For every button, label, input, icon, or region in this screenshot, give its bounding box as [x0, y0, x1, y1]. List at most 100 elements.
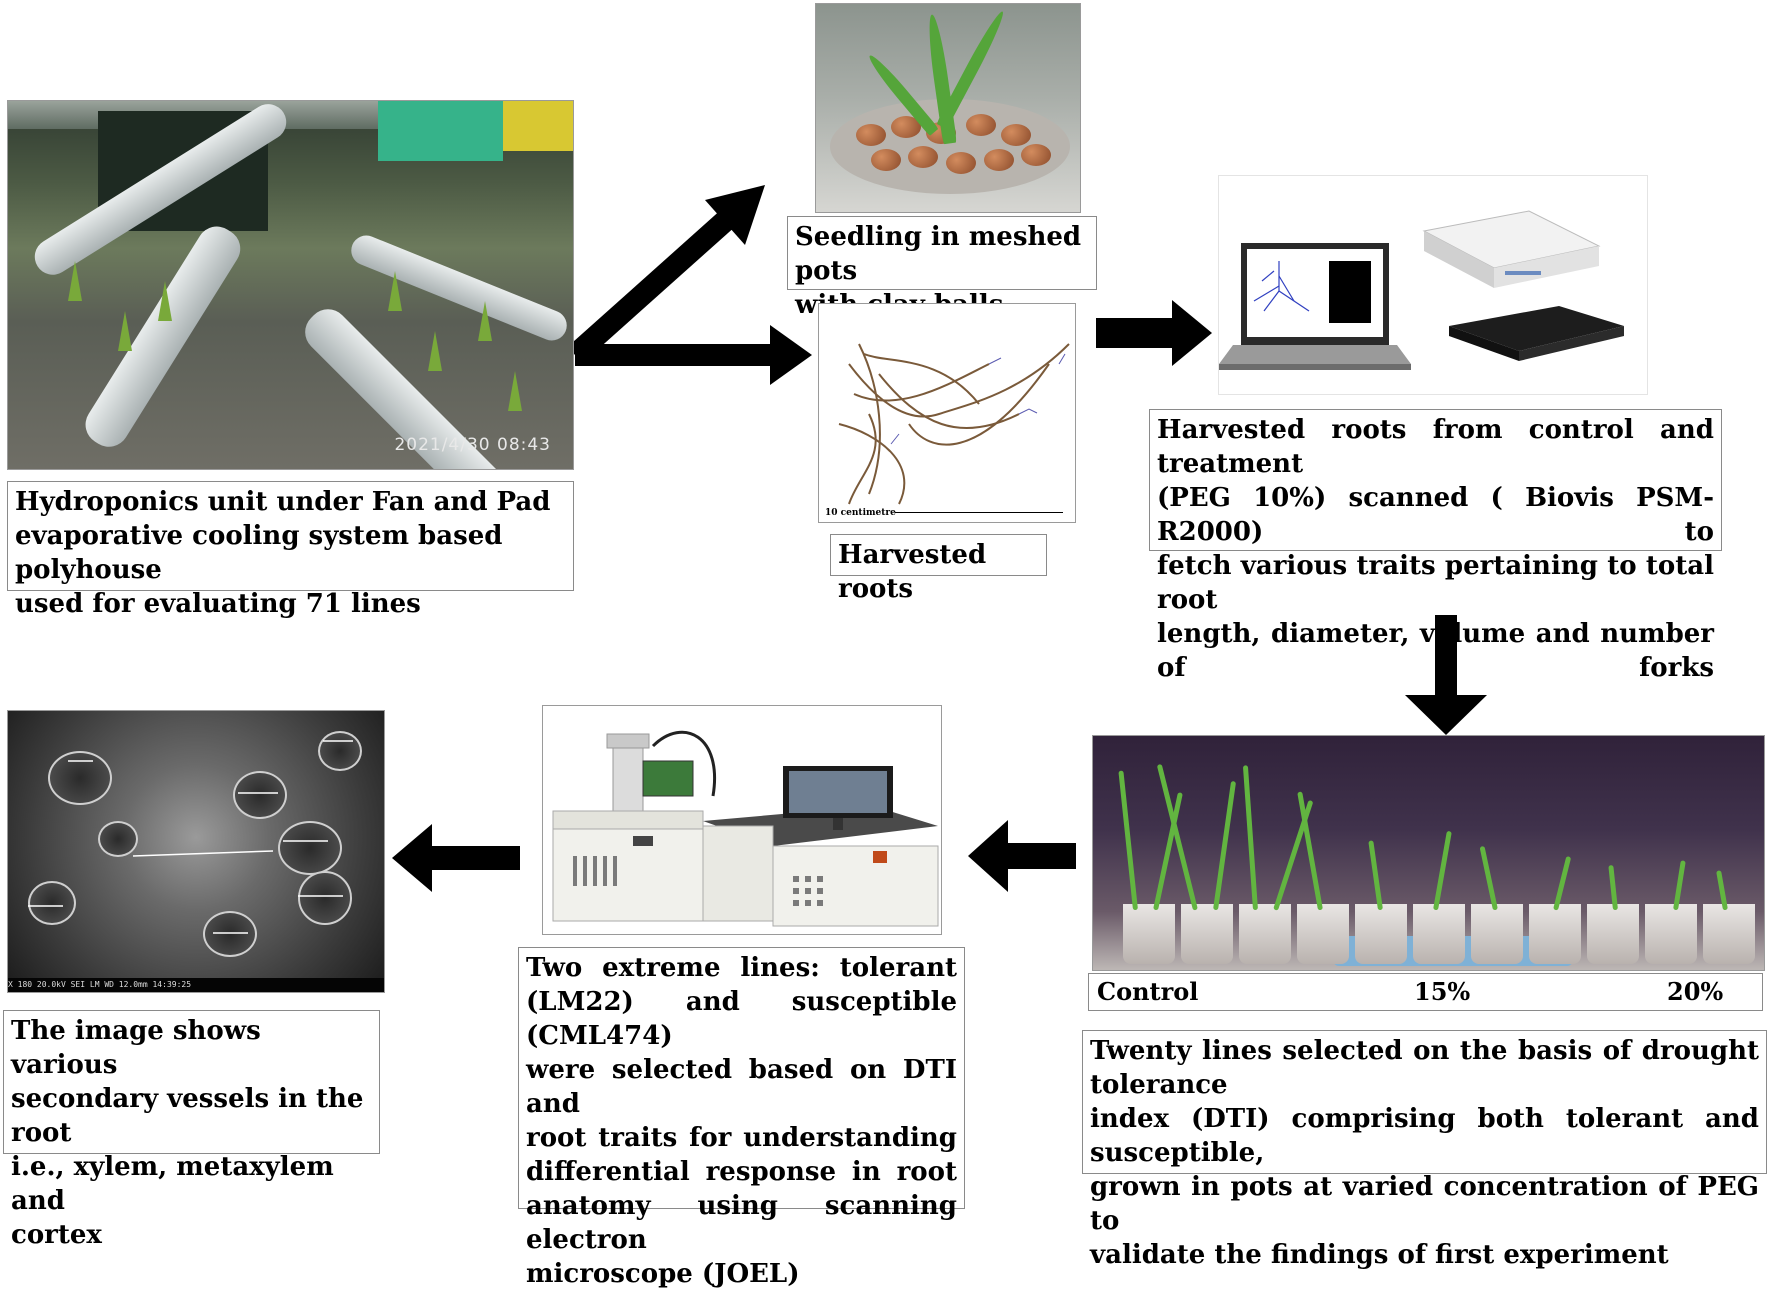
maize-seedling — [68, 261, 82, 301]
arrow-to-scanner — [1096, 300, 1212, 366]
caption-line: evaporative cooling system based polyhou… — [15, 521, 503, 585]
caption-line: secondary vessels in the root — [11, 1084, 364, 1148]
arrow-to-roots — [575, 325, 812, 385]
caption-line: differential response in root — [526, 1157, 957, 1187]
seedling-blade — [1118, 770, 1138, 911]
pot-cup — [1123, 904, 1175, 964]
clay-ball — [946, 152, 976, 174]
pot-cup — [1645, 904, 1697, 964]
clay-ball — [856, 124, 886, 146]
arrow-down-to-pots — [1405, 615, 1487, 735]
caption-line: length, diameter, volume and number of f… — [1157, 619, 1714, 683]
vessel — [278, 821, 342, 875]
maize-seedling — [428, 331, 442, 371]
scale-bar — [895, 512, 1063, 513]
maize-seedling — [388, 271, 402, 311]
vessel — [318, 731, 362, 771]
drought-pots-photo — [1092, 735, 1765, 971]
seedling-caption: Seedling in meshed pots with clay balls — [787, 216, 1097, 320]
pot-cup — [1239, 904, 1291, 964]
caption-line: anatomy using scanning electron — [526, 1191, 957, 1255]
caption-line: index (DTI) comprising both tolerant and… — [1090, 1104, 1759, 1168]
maize-seedling — [158, 281, 172, 321]
clay-ball — [871, 149, 901, 171]
caption-line: Harvested roots from control and treatme… — [1157, 415, 1714, 479]
clay-ball — [1001, 124, 1031, 146]
sem-instrument — [552, 730, 939, 927]
pot-cup — [1529, 904, 1581, 964]
seedling-blade — [1242, 765, 1258, 911]
clay-ball — [891, 116, 921, 138]
branch-arrows — [392, 185, 1487, 892]
sem-image-caption: The image shows various secondary vessel… — [3, 1010, 380, 1250]
pot-cup — [1181, 904, 1233, 964]
caption-line: Hydroponics unit under Fan and Pad — [15, 487, 551, 517]
vessel — [233, 771, 287, 819]
caption-line: were selected based on DTI and — [526, 1055, 957, 1119]
extreme-lines-caption: Two extreme lines: tolerant (LM22) and s… — [518, 947, 965, 1289]
label-20-percent: 20% — [1667, 977, 1724, 1006]
vessel — [28, 881, 76, 925]
seedling-blade — [1479, 845, 1498, 911]
hydroponics-caption: Hydroponics unit under Fan and Pad evapo… — [7, 481, 574, 619]
pot-cup — [1587, 904, 1639, 964]
clay-ball — [908, 146, 938, 168]
pot-cup — [1355, 904, 1407, 964]
twenty-lines-caption: Twenty lines selected on the basis of dr… — [1082, 1030, 1767, 1270]
caption-line: Seedling in meshed pots — [795, 222, 1082, 286]
photo-timestamp: 2021/4/30 08:43 — [394, 435, 551, 455]
maize-seedling — [508, 371, 522, 411]
seedling-blade — [1673, 860, 1686, 911]
caption-line: Twenty lines selected on the basis of dr… — [1090, 1036, 1759, 1100]
caption-line: root traits for understanding — [526, 1123, 957, 1153]
scanner-photo — [1218, 175, 1648, 395]
seedling-blade — [1433, 830, 1452, 911]
vessel — [203, 911, 257, 957]
scanning-caption: Harvested roots from control and treatme… — [1149, 409, 1722, 683]
clay-ball — [1021, 144, 1051, 166]
pot-cup — [1413, 904, 1465, 964]
caption-line: (PEG 10%) scanned ( Biovis PSM- R2000) t… — [1157, 483, 1714, 547]
laptop-and-scanners — [1219, 210, 1624, 370]
caption-line: cortex — [11, 1220, 102, 1250]
caption-line: fetch various traits pertaining to total… — [1157, 551, 1714, 615]
clay-ball — [966, 114, 996, 136]
vessel — [98, 821, 138, 857]
seedling-blade — [1368, 840, 1383, 911]
green-net — [378, 101, 503, 161]
sem-micrograph: X 180 20.0kV SEI LM WD 12.0mm 14:39:25 — [7, 710, 385, 993]
vessel — [48, 751, 112, 805]
yellow-panel — [503, 101, 573, 151]
arrow-to-micrograph — [392, 824, 520, 892]
caption-line: The image shows various — [11, 1016, 261, 1080]
scale-label: 10 centimetre — [825, 508, 896, 518]
arrow-to-sem-machine — [968, 820, 1076, 892]
caption-line: Two extreme lines: tolerant — [526, 953, 957, 983]
sem-info-bar: X 180 20.0kV SEI LM WD 12.0mm 14:39:25 — [8, 978, 384, 992]
root-drawing — [838, 343, 1070, 505]
hydro-pipe — [346, 231, 572, 345]
caption-line: Harvested roots — [838, 540, 987, 604]
pot-cup — [1297, 904, 1349, 964]
caption-line: microscope (JOEL) — [526, 1259, 800, 1289]
arrow-to-seedling — [567, 185, 765, 364]
caption-line: validate the findings of first experimen… — [1090, 1240, 1669, 1270]
seedling-photo — [815, 3, 1081, 213]
pot-concentration-labels: Control 15% 20% — [1088, 973, 1763, 1011]
harvested-roots-caption: Harvested roots — [830, 534, 1047, 604]
caption-line: i.e., xylem, metaxylem and — [11, 1152, 334, 1216]
measurement-lines — [28, 740, 353, 934]
caption-line: used for evaluating 71 lines — [15, 589, 421, 619]
seedling-blade — [1156, 763, 1198, 911]
harvested-roots-photo: 10 centimetre — [818, 303, 1076, 523]
label-control: Control — [1097, 977, 1199, 1006]
label-15-percent: 15% — [1414, 977, 1471, 1006]
seedling-blade — [1213, 780, 1237, 911]
maize-seedling — [118, 311, 132, 351]
caption-line: (LM22) and susceptible (CML474) — [526, 987, 957, 1051]
seedling-blade — [1553, 856, 1572, 911]
maize-seedling — [478, 301, 492, 341]
sem-machine-photo — [542, 705, 942, 935]
pot-cup — [1471, 904, 1523, 964]
hydro-pipe — [78, 218, 248, 455]
